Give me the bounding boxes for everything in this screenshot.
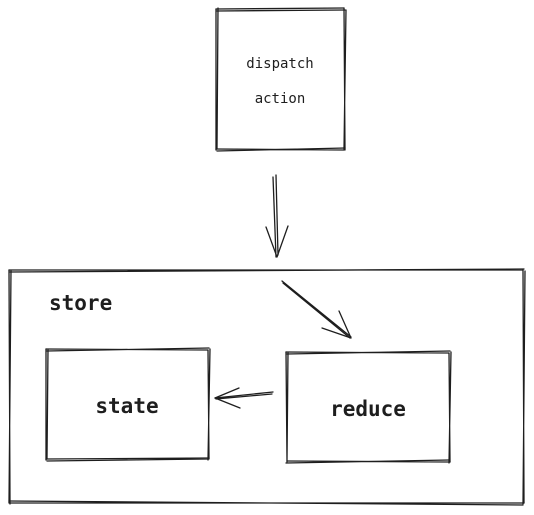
store-container: store [8,268,526,506]
store-label: store [49,291,112,315]
state-node: state [45,347,211,462]
state-label: state [95,394,158,418]
arrow-dispatch-to-store [265,174,289,258]
dispatch-node-line1: dispatch [246,56,313,72]
dispatch-action-node: dispatch action [215,7,347,152]
reduce-label: reduce [330,397,406,421]
arrow-store-to-reduce [281,280,352,339]
reduce-node: reduce [285,350,452,464]
arrow-reduce-to-state [214,387,274,409]
dispatch-node-line2: action [255,91,306,107]
